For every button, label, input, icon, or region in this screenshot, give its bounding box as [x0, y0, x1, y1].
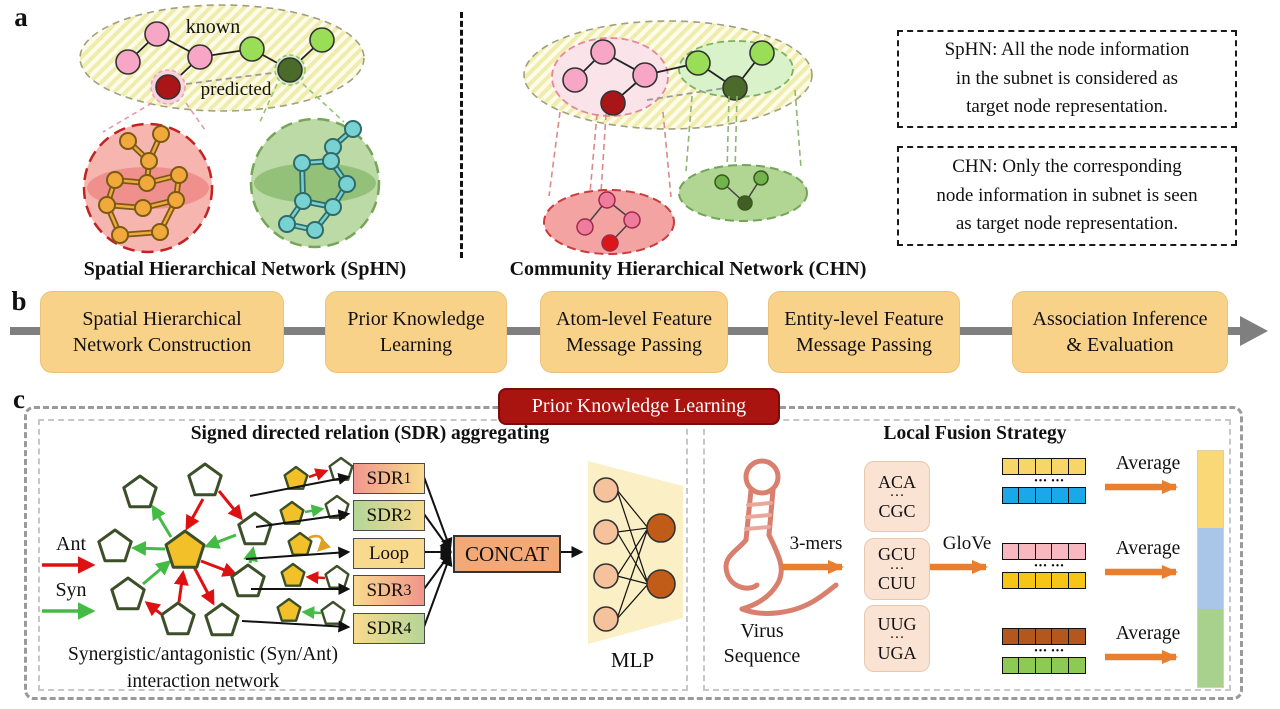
- step-association-inference: Association Inference & Evaluation: [1012, 291, 1228, 373]
- fusion-section-border: [703, 419, 1231, 691]
- sphn-note-line: in the subnet is considered as: [955, 67, 1179, 89]
- step-network-construction: Spatial Hierarchical Network Constructio…: [40, 291, 284, 373]
- panel-b-label: b: [11, 286, 27, 316]
- ellipsis: ···: [889, 560, 905, 577]
- vector-row-pink: [1001, 543, 1086, 560]
- sdr-section-border: [38, 419, 688, 691]
- sphn-diagram: [79, 4, 381, 254]
- fusion-section-title: Local Fusion Strategy: [883, 423, 1067, 444]
- chn-green-community: [678, 164, 808, 222]
- step-entity-level: Entity-level Feature Message Passing: [768, 291, 960, 373]
- sphn-red-subnet: [82, 122, 214, 254]
- chn-red-community: [543, 189, 675, 255]
- sphn-note-box: SpHN: All the node information in the su…: [897, 30, 1237, 128]
- average-label-1: Average: [1115, 453, 1181, 474]
- known-label: known: [185, 16, 241, 38]
- average-label-2: Average: [1115, 538, 1181, 559]
- ellipsis: ···: [889, 630, 905, 647]
- glove-label: GloVe: [942, 533, 992, 554]
- concat-box: CONCAT: [453, 535, 561, 573]
- kmer-box-3: UUG ··· UGA: [864, 605, 930, 672]
- sphn-note-line: target node representation.: [966, 96, 1168, 118]
- kmer-box-2: GCU ··· CUU: [864, 538, 930, 600]
- three-mers-label: 3-mers: [789, 533, 843, 554]
- step-prior-knowledge: Prior Knowledge Learning: [325, 291, 507, 373]
- vector-row-brown: [1001, 628, 1086, 645]
- chn-note-line: CHN: Only the corresponding: [952, 156, 1182, 178]
- virus-label-line2: Sequence: [723, 645, 801, 667]
- vector-row-blue: [1001, 487, 1086, 504]
- loop-box: Loop: [353, 538, 425, 569]
- syn-ant-caption-line1: Synergistic/antagonistic (Syn/Ant): [68, 644, 338, 665]
- panel-a-label: a: [14, 2, 28, 32]
- ellipsis: ···: [889, 488, 905, 505]
- mlp-label: MLP: [610, 648, 655, 672]
- virus-label-line1: Virus: [740, 620, 784, 642]
- panel-divider: [460, 12, 463, 258]
- panel-c-label: c: [13, 384, 25, 414]
- vector-dots: ••• •••: [1034, 646, 1065, 657]
- chn-hatched-ellipse: [523, 20, 813, 130]
- sphn-caption: Spatial Hierarchical Network (SpHN): [83, 258, 407, 280]
- vector-row-gold: [1001, 572, 1086, 589]
- syn-legend-label: Syn: [55, 579, 87, 601]
- vector-dots: ••• •••: [1034, 476, 1065, 487]
- fused-representation-bar: [1197, 450, 1224, 688]
- chn-note-box: CHN: Only the corresponding node informa…: [897, 146, 1237, 246]
- ant-legend-label: Ant: [56, 533, 86, 555]
- sphn-green-subnet: [249, 117, 381, 249]
- vector-dots: ••• •••: [1034, 561, 1065, 572]
- sdr-section-title: Signed directed relation (SDR) aggregati…: [190, 423, 550, 444]
- kmer-box-1: ACA ··· CGC: [864, 461, 930, 532]
- sphn-note-line: SpHN: All the node information: [944, 39, 1190, 61]
- vector-row-yellow: [1001, 458, 1086, 475]
- chn-diagram: [523, 20, 813, 255]
- prior-knowledge-banner: Prior Knowledge Learning: [498, 388, 780, 425]
- predicted-label: predicted: [200, 79, 272, 100]
- average-label-3: Average: [1115, 623, 1181, 644]
- step-atom-level: Atom-level Feature Message Passing: [540, 291, 728, 373]
- syn-ant-caption-line2: interaction network: [126, 671, 280, 692]
- chn-note-line: node information in subnet is seen: [936, 184, 1198, 206]
- vector-row-green: [1001, 657, 1086, 674]
- chn-caption: Community Hierarchical Network (CHN): [509, 258, 867, 280]
- chn-note-line: as target node representation.: [955, 213, 1179, 235]
